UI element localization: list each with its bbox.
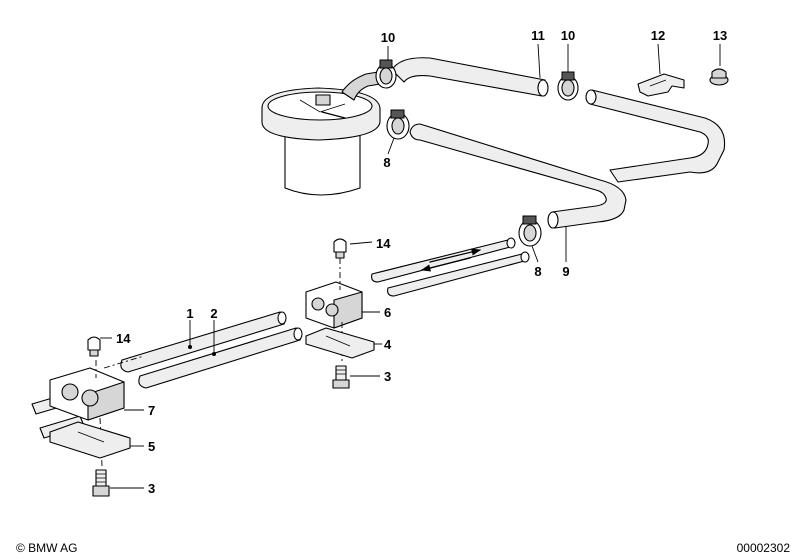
- bolt-3-middle: [332, 365, 350, 389]
- return-hose-upper: [391, 57, 549, 97]
- image-number: 00002302: [737, 541, 791, 555]
- plug-14-middle: [333, 238, 347, 259]
- part-number-3-middle: 3: [384, 369, 391, 384]
- part-number-10-left: 10: [381, 30, 395, 45]
- bolt-3-lower: [92, 469, 110, 497]
- fuel-tank-sender-unit: [261, 71, 381, 196]
- double-pipe-clip-6: [305, 258, 363, 364]
- part-number-3-lower: 3: [148, 481, 155, 496]
- part-number-10-right: 10: [561, 28, 575, 43]
- part-number-5: 5: [148, 439, 155, 454]
- part-number-12: 12: [651, 28, 665, 43]
- copyright-text: © BMW AG: [16, 541, 78, 555]
- hose-clamp-8-lower: [518, 215, 542, 247]
- part-number-8-upper: 8: [383, 155, 390, 170]
- part-number-2: 2: [210, 306, 217, 321]
- part-number-6: 6: [384, 305, 391, 320]
- part-number-7: 7: [148, 403, 155, 418]
- mounting-bracket-12: [637, 73, 685, 97]
- plug-14-left: [87, 336, 101, 357]
- part-number-9: 9: [562, 264, 569, 279]
- part-number-11: 11: [531, 28, 545, 43]
- feed-hose-diagonal: [409, 123, 627, 229]
- leader-lines: [100, 43, 721, 489]
- part-number-14-left: 14: [116, 331, 131, 346]
- hose-clamp-10-right: [557, 71, 579, 101]
- part-number-8-lower: 8: [534, 264, 541, 279]
- part-number-4: 4: [384, 337, 392, 352]
- double-pipe-clip-7: [49, 360, 125, 467]
- retainer-plate-4: [305, 327, 375, 359]
- return-hose-right-loop: [585, 89, 726, 183]
- part-number-14-middle: 14: [376, 236, 391, 251]
- hose-clamp-10-left: [375, 59, 397, 89]
- part-number-13: 13: [713, 28, 727, 43]
- part-number-labels: 1 2 3 3 4 5 6 7 8 8 9 10 10 11 12 13 14 …: [116, 28, 727, 496]
- hose-clamp-8-upper: [386, 109, 410, 140]
- part-number-1: 1: [186, 306, 193, 321]
- fuel-pipes-rear: [371, 237, 530, 297]
- fuel-pipes-1-2: [120, 311, 303, 389]
- retainer-plate-5: [49, 421, 131, 459]
- grommet-13: [709, 68, 729, 86]
